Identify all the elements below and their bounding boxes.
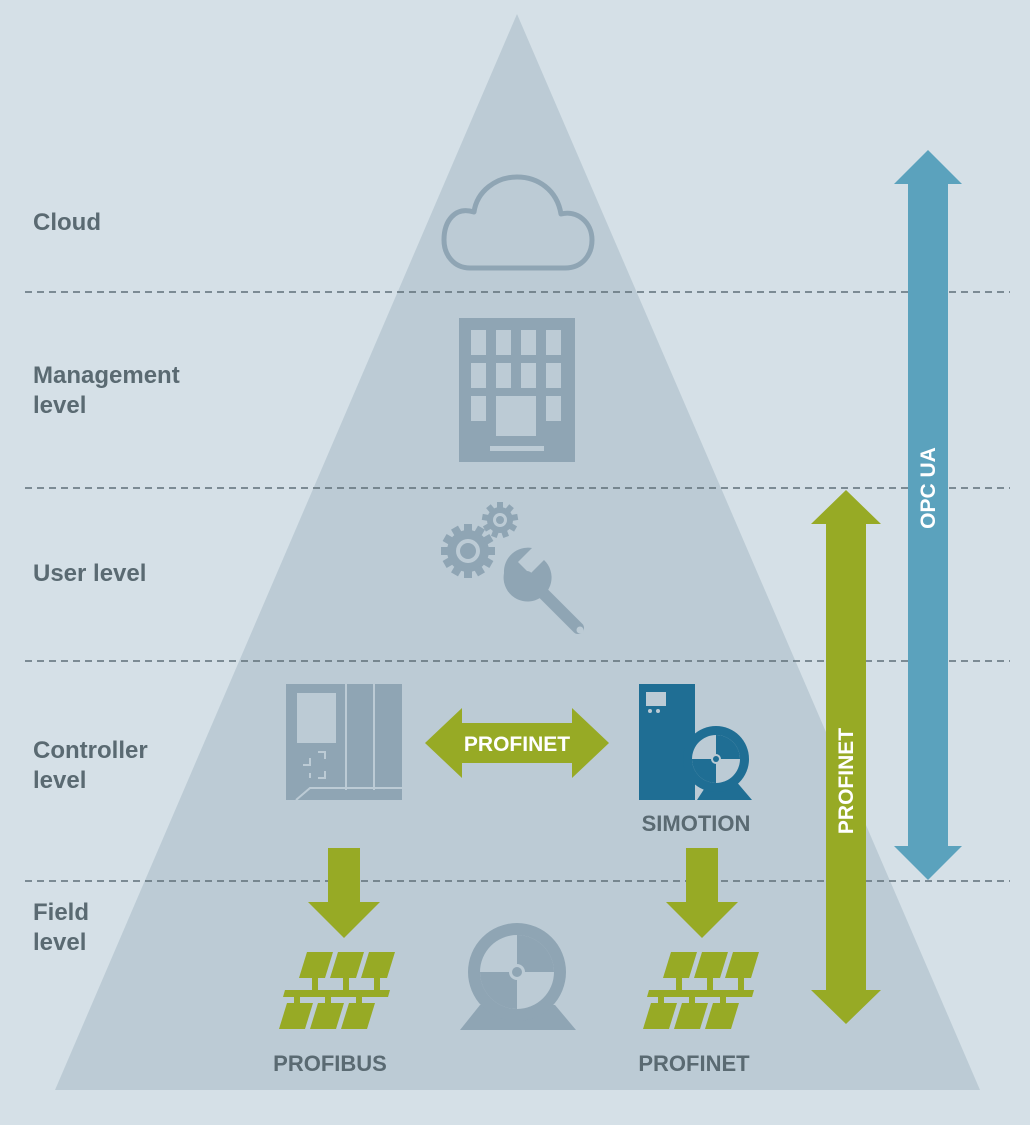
wrench-icon bbox=[503, 547, 584, 634]
profibus-label: PROFIBUS bbox=[273, 1051, 387, 1076]
field-devices-icon-profibus bbox=[279, 952, 395, 1029]
simotion-label: SIMOTION bbox=[642, 811, 751, 836]
field-devices-icon-profinet bbox=[643, 952, 759, 1029]
down-arrow-right bbox=[666, 848, 738, 938]
level-label-management-line2: level bbox=[33, 392, 86, 419]
motor-icon bbox=[460, 923, 576, 1030]
profinet-field-label: PROFINET bbox=[638, 1051, 750, 1076]
gears-wrench-icon bbox=[441, 502, 584, 634]
small-gear-icon bbox=[481, 502, 519, 538]
level-label-user: User level bbox=[33, 560, 146, 587]
down-arrow-left bbox=[308, 848, 380, 938]
level-label-field-line2: level bbox=[33, 929, 86, 956]
level-label-field-line1: Field bbox=[33, 899, 89, 926]
level-label-controller-line1: Controller bbox=[33, 737, 148, 764]
profinet-vertical-label: PROFINET bbox=[835, 728, 858, 834]
large-gear-icon bbox=[441, 524, 495, 578]
opc-ua-arrow: OPC UA bbox=[894, 150, 962, 880]
cloud-icon bbox=[441, 174, 595, 271]
motion-controller-icon bbox=[639, 684, 752, 800]
plc-controller-icon bbox=[286, 684, 402, 801]
opc-ua-label: OPC UA bbox=[917, 447, 940, 529]
level-label-management-line1: Management bbox=[33, 362, 180, 389]
profinet-horizontal-arrow: PROFINET bbox=[425, 708, 609, 778]
profinet-horizontal-label: PROFINET bbox=[464, 733, 570, 756]
level-label-controller-line2: level bbox=[33, 767, 86, 794]
profinet-vertical-arrow: PROFINET bbox=[811, 490, 881, 1024]
office-building-icon bbox=[459, 318, 575, 462]
level-label-cloud: Cloud bbox=[33, 209, 101, 236]
